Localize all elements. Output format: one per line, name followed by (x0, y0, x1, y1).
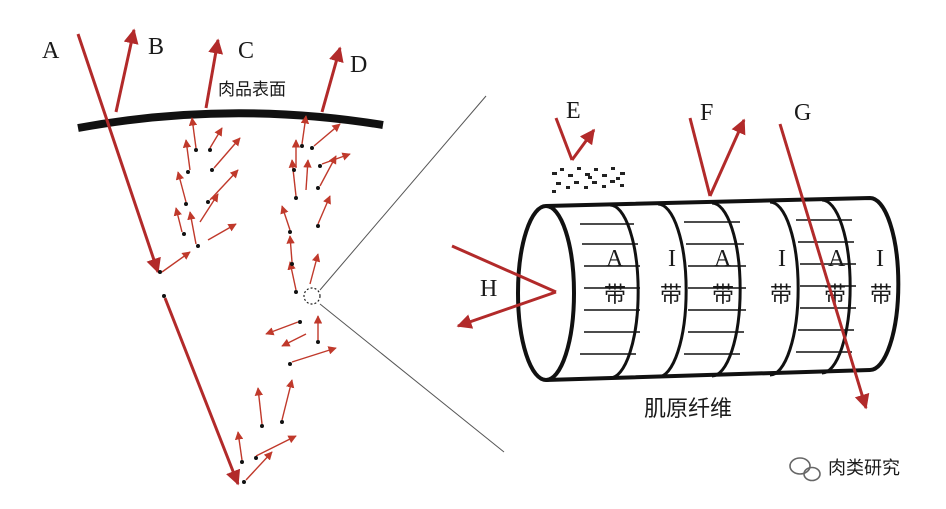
band-labels: A 带 I 带 A 带 I 带 A 带 I 带 (604, 246, 892, 308)
ray-g (778, 123, 870, 410)
ray-a (76, 33, 241, 486)
ray-c (204, 38, 224, 109)
band-2-bottom: 带 (660, 283, 682, 308)
watermark-text: 肉类研究 (828, 458, 900, 479)
particle-dots (158, 144, 322, 484)
zoom-line-top (319, 95, 487, 291)
band-1-bottom: 带 (604, 283, 626, 308)
fiber-label: 肌原纤维 (644, 397, 732, 422)
zoom-circle (303, 287, 321, 305)
ray-f (688, 117, 746, 197)
label-e: E (566, 98, 581, 124)
myofibril-cylinder (516, 195, 901, 382)
meat-surface-line (77, 109, 384, 132)
band-2-top: I (668, 246, 676, 272)
surface-particles (552, 167, 625, 193)
band-6-top: I (876, 246, 884, 272)
surface-label: 肉品表面 (218, 80, 286, 100)
label-c: C (238, 38, 254, 64)
label-b: B (148, 34, 164, 60)
wechat-icon (789, 457, 821, 482)
band-3-top: A (714, 246, 732, 272)
band-5-top: A (828, 246, 846, 272)
band-4-top: I (778, 246, 786, 272)
zoom-line-bottom (319, 303, 505, 453)
band-6-bottom: 带 (870, 283, 892, 308)
ray-e (554, 117, 596, 161)
label-g: G (794, 100, 811, 126)
watermark: 肉类研究 (789, 457, 900, 482)
label-d: D (350, 52, 367, 78)
band-1-top: A (606, 246, 624, 272)
band-4-bottom: 带 (770, 283, 792, 308)
label-h: H (480, 276, 497, 302)
band-3-bottom: 带 (712, 283, 734, 308)
ray-d (320, 46, 344, 113)
scattered-light-arrows (161, 115, 351, 481)
label-f: F (700, 100, 713, 126)
ray-b (114, 28, 139, 113)
ray-h (451, 244, 557, 329)
label-a: A (42, 38, 60, 64)
